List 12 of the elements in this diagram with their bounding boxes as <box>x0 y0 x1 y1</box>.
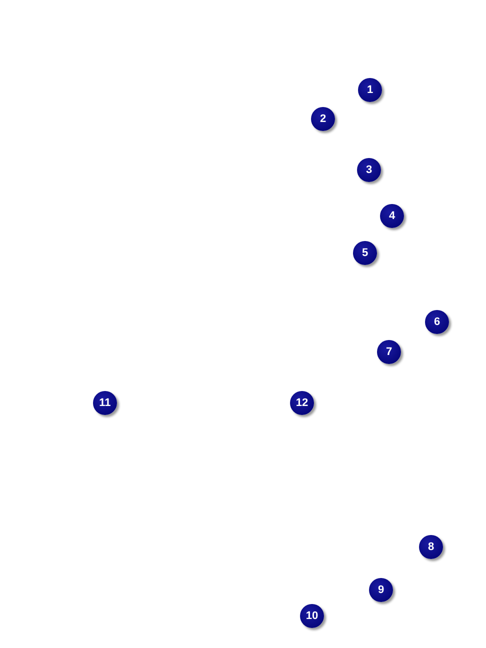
callout-number: 4 <box>380 204 404 228</box>
callout-number: 9 <box>369 578 393 602</box>
callout-number: 8 <box>419 535 443 559</box>
callout-number: 12 <box>290 391 314 415</box>
callout-number: 10 <box>300 604 324 628</box>
callout-number: 11 <box>93 391 117 415</box>
callout-number: 1 <box>358 78 382 102</box>
callout-number: 6 <box>425 310 449 334</box>
callout-number: 3 <box>357 158 381 182</box>
callout-number: 2 <box>311 107 335 131</box>
callout-number: 5 <box>353 241 377 265</box>
callout-number: 7 <box>377 340 401 364</box>
